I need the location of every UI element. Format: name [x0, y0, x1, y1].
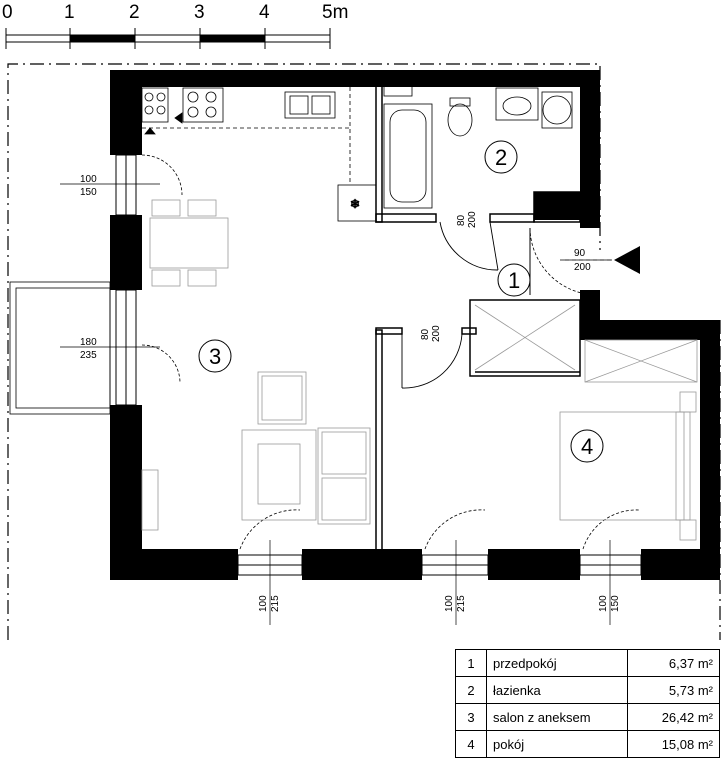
- window-bedroom-left-width: 100: [444, 595, 455, 612]
- room-number-cell: 4: [455, 730, 487, 758]
- kitchen-sink-icon: [284, 91, 336, 119]
- bedroom-door-width: 80: [420, 328, 431, 340]
- room-4-number: 4: [581, 434, 593, 459]
- room-area-cell: 26,42 m²: [627, 703, 720, 731]
- entrance-door-height: 200: [574, 262, 591, 273]
- windows: [115, 154, 642, 576]
- scale-label-5m: 5m: [322, 2, 348, 23]
- room-2-marker: [484, 140, 518, 174]
- opening-labels: 100 150 180 235 80 200 90 200 80 200 100…: [80, 174, 621, 612]
- cooktop-icon: [141, 87, 169, 123]
- dimension-lines: [60, 183, 612, 625]
- fridge-icon: [337, 184, 377, 222]
- room-number-cell: 3: [455, 703, 487, 731]
- washing-machine-icon: [542, 95, 572, 125]
- armchair-icon: [257, 371, 307, 425]
- sofa-icon: [317, 427, 371, 525]
- room-area-cell: 6,37 m²: [627, 649, 720, 677]
- room-3-marker: [198, 339, 232, 373]
- bathroom-door-height: 200: [467, 211, 478, 228]
- room-1-number: 1: [508, 268, 520, 293]
- window-bedroom-right-width: 100: [598, 595, 609, 612]
- table-row: 4 pokój 15,08 m²: [455, 730, 720, 758]
- bathroom: [383, 85, 573, 209]
- room-area-cell: 5,73 m²: [627, 676, 720, 704]
- svg-text:❄: ❄: [350, 197, 360, 211]
- room-number-cell: 2: [455, 676, 487, 704]
- window-living-north-height: 150: [80, 187, 97, 198]
- room-area-table: 1 przedpokój 6,37 m² 2 łazienka 5,73 m² …: [455, 649, 720, 758]
- bedroom-door: [401, 333, 463, 389]
- room-2-number: 2: [495, 145, 507, 170]
- room-markers: [198, 140, 604, 463]
- bathroom-door: [439, 221, 499, 271]
- room-name-cell: pokój: [486, 730, 628, 758]
- kitchen: ❄: [141, 87, 377, 222]
- coffee-table-icon: [241, 429, 317, 521]
- room-name-cell: przedpokój: [486, 649, 628, 677]
- room-area-cell: 15,08 m²: [627, 730, 720, 758]
- window-living-south-height: 215: [270, 595, 281, 612]
- floor-plan: 0 1 2 3 4 5m: [2, 2, 721, 640]
- balcony-door-width: 180: [80, 337, 97, 348]
- window-living-north-width: 100: [80, 174, 97, 185]
- bedroom-door-height: 200: [431, 325, 442, 342]
- room-name-cell: łazienka: [486, 676, 628, 704]
- wardrobes: [474, 304, 698, 383]
- bathroom-door-width: 80: [456, 214, 467, 226]
- interior-wall-fills: [534, 192, 580, 220]
- balcony-door-height: 235: [80, 350, 97, 361]
- room-number-cell: 1: [455, 649, 487, 677]
- bathtub-icon: [383, 103, 433, 209]
- table-row: 2 łazienka 5,73 m²: [455, 676, 720, 704]
- window-bedroom-left-height: 215: [456, 595, 467, 612]
- table-row: 1 przedpokój 6,37 m²: [455, 649, 720, 677]
- balcony: [9, 281, 111, 415]
- entrance-door-width: 90: [574, 248, 586, 259]
- table-row: 3 salon z aneksem 26,42 m²: [455, 703, 720, 731]
- room-3-number: 3: [209, 344, 221, 369]
- interior-walls: [375, 85, 581, 551]
- scale-label-0: 0: [2, 2, 13, 23]
- window-living-south-width: 100: [258, 595, 269, 612]
- dining-table: [149, 199, 229, 287]
- living-furniture: [141, 371, 371, 531]
- room-4-marker: [570, 429, 604, 463]
- room-name-cell: salon z aneksem: [486, 703, 628, 731]
- exterior-walls: [110, 70, 720, 580]
- scale-label-1: 1: [64, 2, 75, 23]
- room-1-marker: [497, 263, 531, 297]
- washbasin-icon: [495, 87, 539, 121]
- entry-arrow-icon: [614, 246, 640, 274]
- window-bedroom-right-height: 150: [610, 595, 621, 612]
- bed-icon: [559, 391, 697, 541]
- scale-label-2: 2: [129, 2, 140, 23]
- scale-bar: 0 1 2 3 4 5m: [2, 2, 348, 49]
- scale-label-4: 4: [259, 2, 270, 23]
- toilet-icon: [447, 103, 473, 137]
- scale-label-3: 3: [194, 2, 205, 23]
